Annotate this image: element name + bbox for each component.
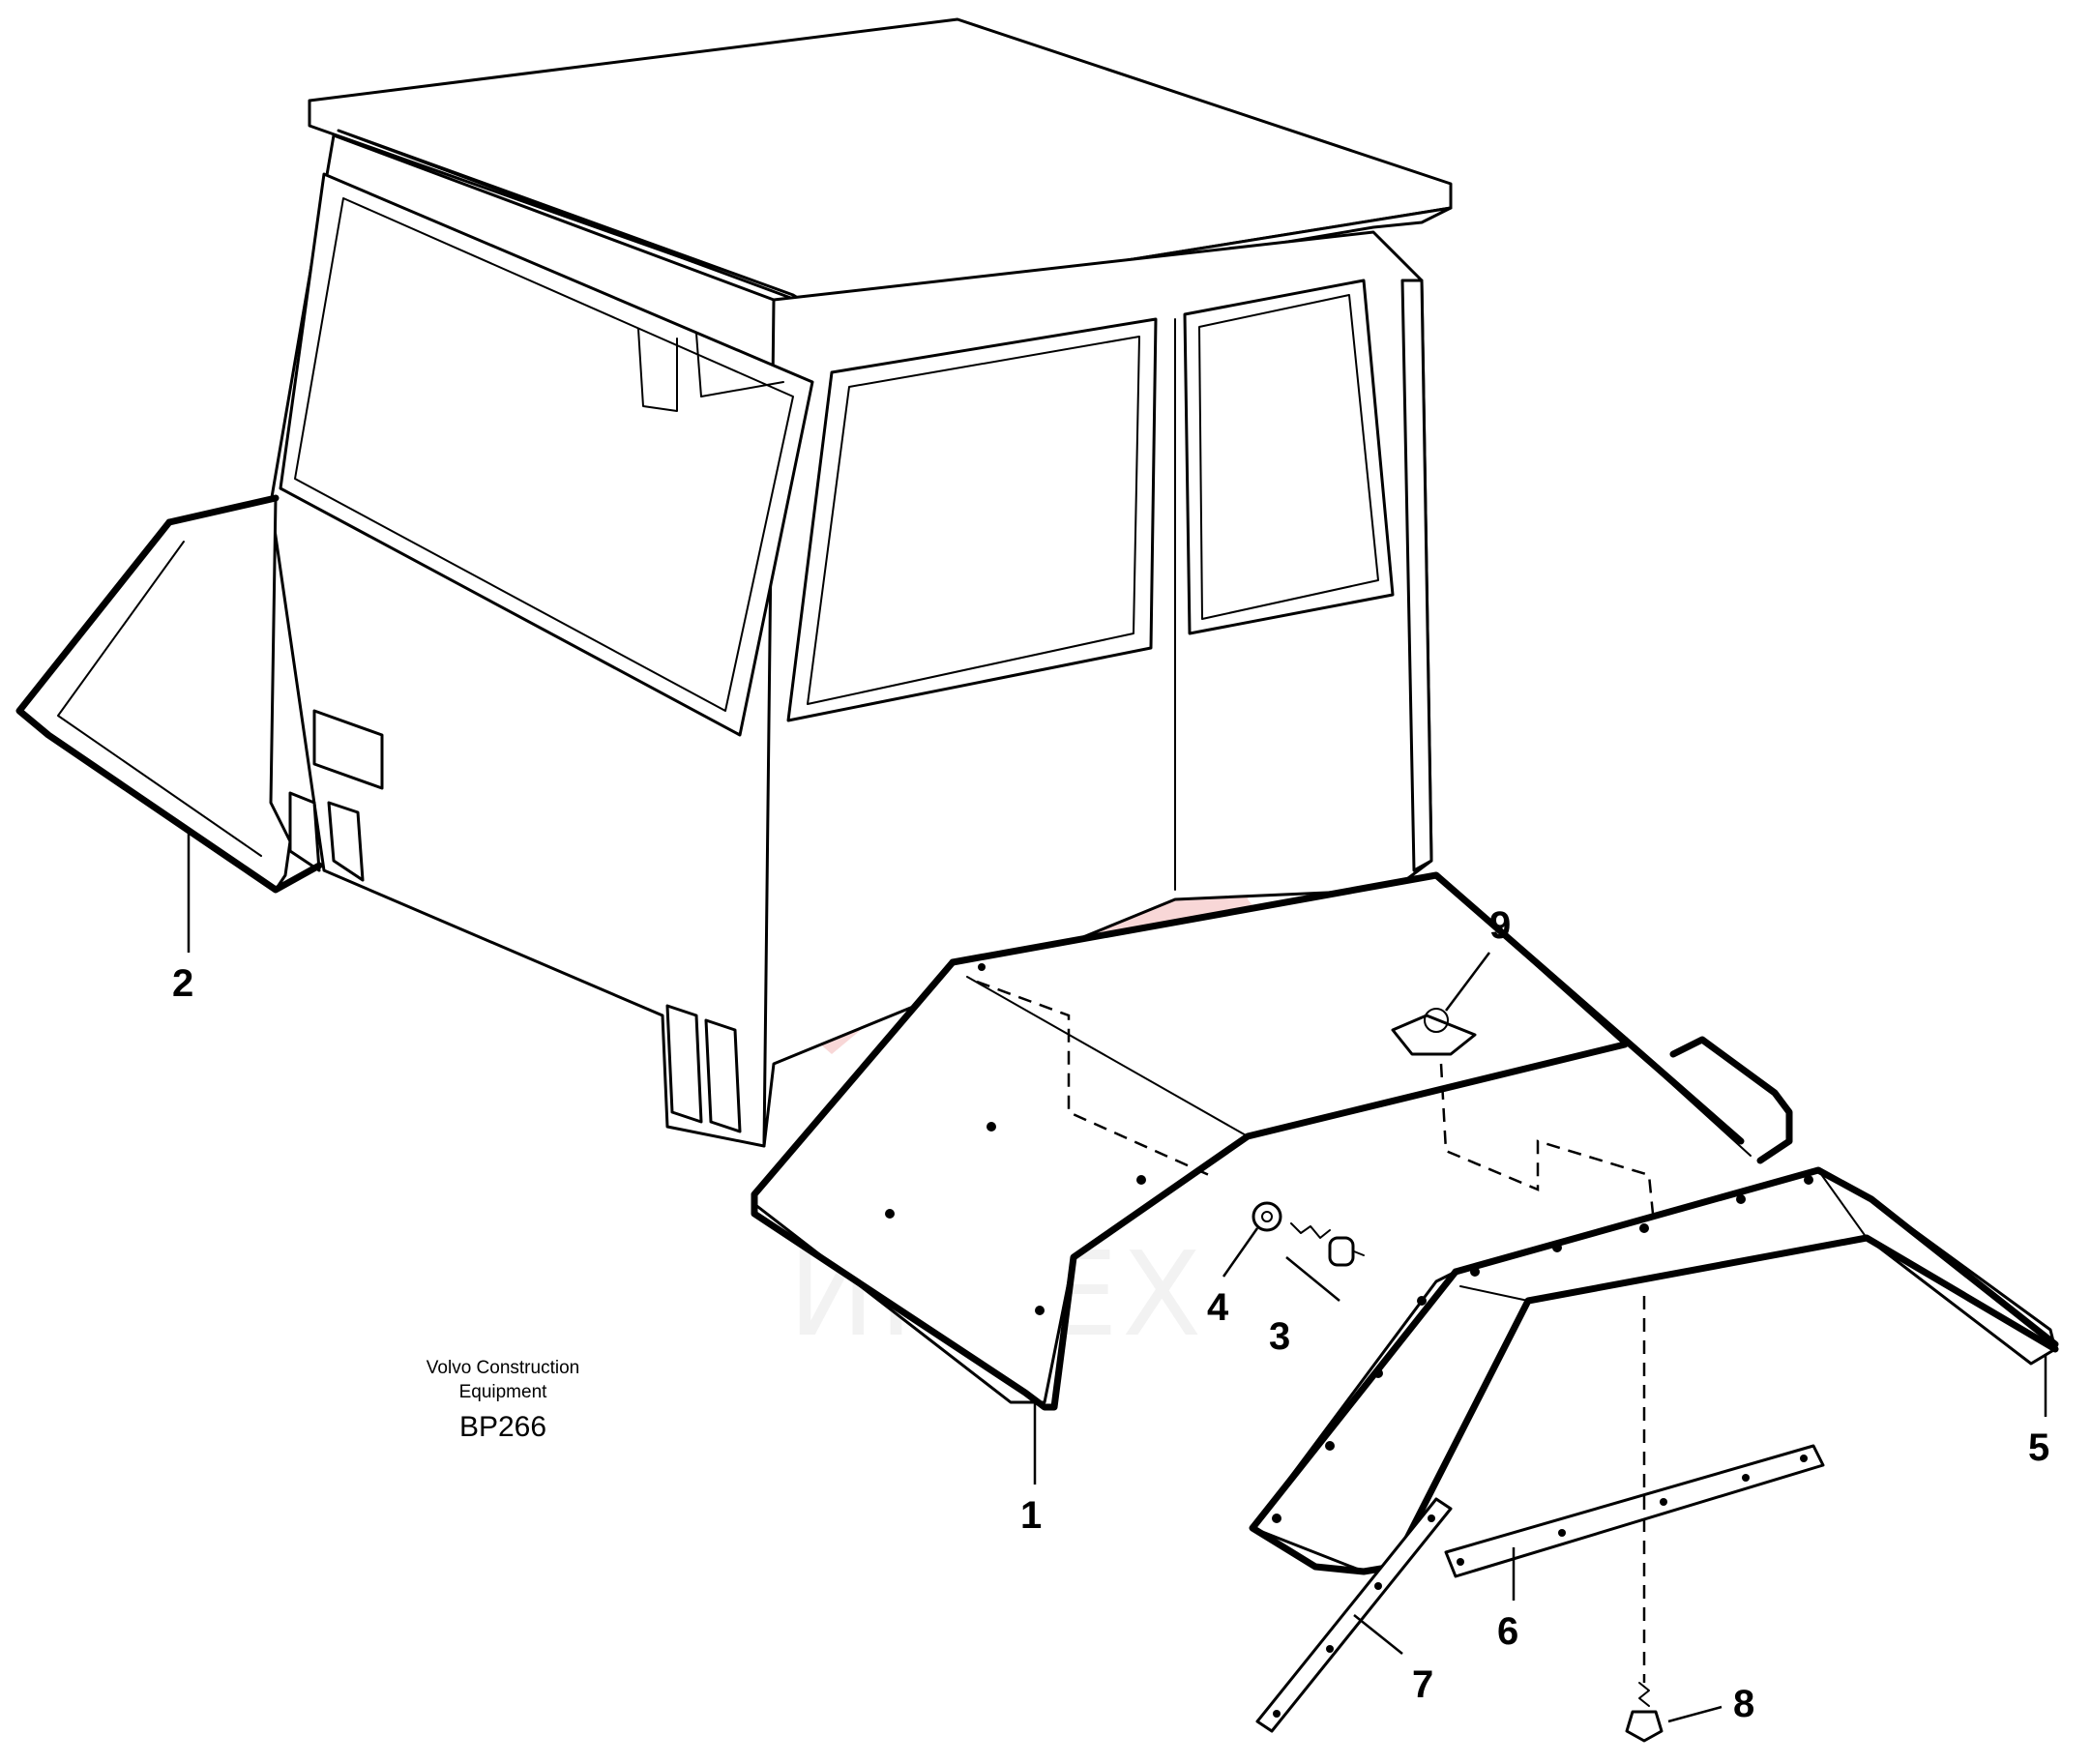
hole — [1742, 1474, 1750, 1482]
part-8-bolt — [1625, 1296, 1664, 1743]
callout-3: 3 — [1269, 1315, 1290, 1358]
hole — [978, 963, 986, 971]
figure-caption: Volvo Construction Equipment BP266 — [427, 1358, 579, 1443]
hole — [1273, 1710, 1281, 1718]
hole — [1417, 1296, 1427, 1306]
callout-1: 1 — [1020, 1494, 1042, 1537]
callout-4: 4 — [1207, 1286, 1229, 1329]
callout-9: 9 — [1489, 904, 1511, 947]
callout-5: 5 — [2028, 1426, 2049, 1469]
hole — [1428, 1514, 1435, 1522]
nut-icon — [1424, 1008, 1449, 1033]
hole — [1373, 1368, 1383, 1378]
hole — [1660, 1498, 1667, 1506]
callout-8: 8 — [1733, 1683, 1754, 1725]
part-1-front-mudguard — [751, 871, 1629, 1411]
part-6-strip — [1444, 1444, 1825, 1578]
hole — [987, 1122, 996, 1132]
hole — [1136, 1175, 1146, 1185]
hole — [885, 1209, 895, 1219]
callout-6: 6 — [1497, 1610, 1518, 1653]
hole — [1457, 1558, 1464, 1566]
washer-icon — [1252, 1201, 1282, 1232]
callouts: 1 2 3 4 5 6 7 8 9 — [172, 904, 2049, 1725]
part-2-rear-mudguard — [15, 494, 323, 894]
caption-line-1: Volvo Construction — [427, 1358, 579, 1378]
callout-7: 7 — [1412, 1663, 1433, 1706]
part-9-clip — [1391, 1008, 1656, 1224]
hole — [1639, 1223, 1649, 1233]
hole — [1272, 1514, 1281, 1523]
part-4-washer — [1252, 1201, 1282, 1232]
hole — [1326, 1645, 1334, 1653]
part-5-side-mudguard — [1249, 1166, 2059, 1575]
hand-rail — [1621, 1036, 1793, 1164]
cab-body — [269, 133, 1433, 1148]
bolt-icon — [1328, 1236, 1355, 1267]
part-3-bolt — [1290, 1222, 1365, 1267]
hole — [1804, 1175, 1813, 1185]
hole — [1736, 1194, 1746, 1204]
caption-line-2: Equipment — [459, 1382, 548, 1402]
hole — [1035, 1306, 1045, 1315]
callout-2: 2 — [172, 962, 193, 1005]
hole — [1470, 1267, 1480, 1277]
hole — [1800, 1455, 1808, 1462]
bolt-head-icon — [1625, 1710, 1664, 1743]
hole — [1374, 1582, 1382, 1590]
hole — [1552, 1243, 1562, 1252]
hole — [1558, 1529, 1566, 1537]
leader-lines — [187, 832, 2047, 1723]
figure-code: BP266 — [459, 1411, 546, 1443]
hole — [1325, 1441, 1335, 1451]
